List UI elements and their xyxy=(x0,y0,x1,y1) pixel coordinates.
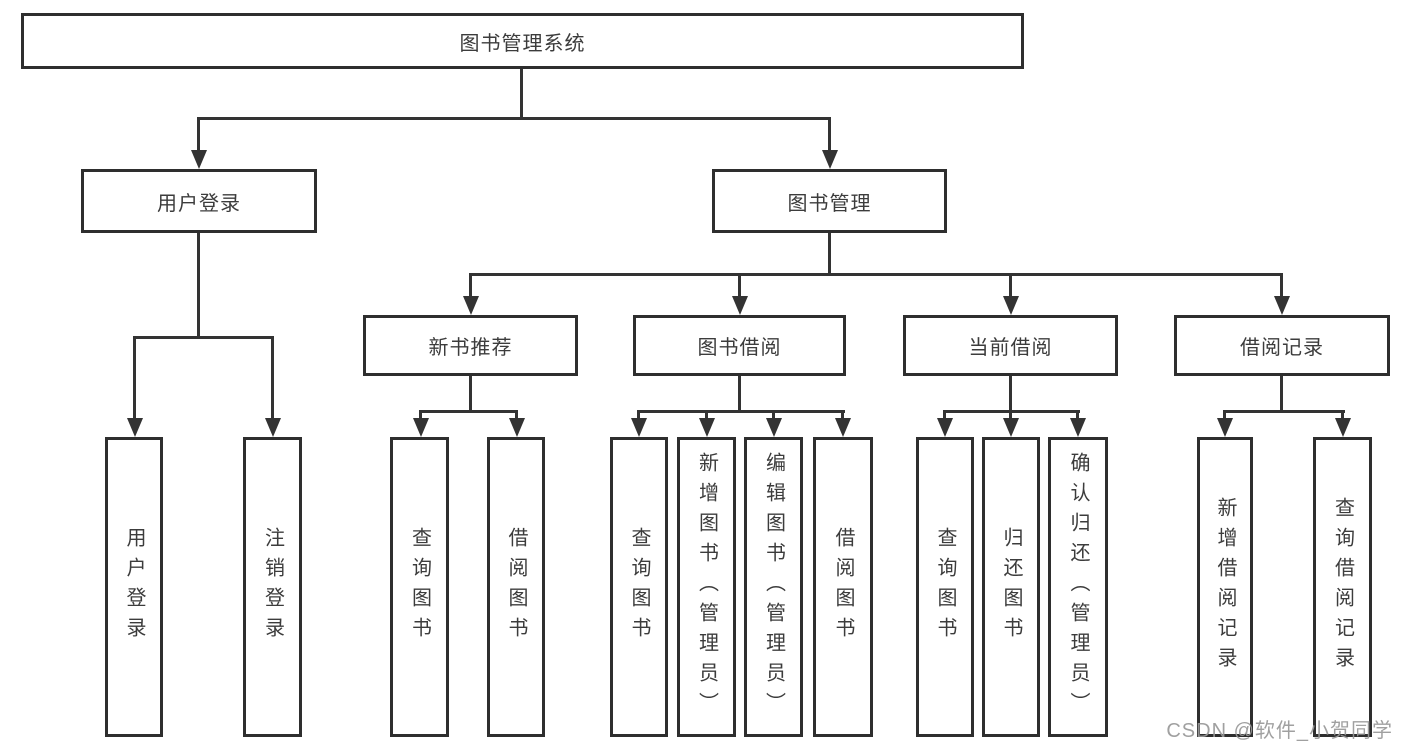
arrow-down xyxy=(822,150,838,169)
connector-line xyxy=(944,410,1080,413)
connector-line xyxy=(772,410,775,420)
connector-line xyxy=(1341,410,1344,420)
leaf-add-borrow-record: 新增借阅记录 xyxy=(1197,437,1253,737)
arrow-down xyxy=(937,418,953,437)
leaf-borrow-book-recommend: 借阅图书 xyxy=(487,437,545,737)
csdn-watermark: CSDN @软件_小贺同学 xyxy=(1166,720,1393,742)
node-root-book-management-system: 图书管理系统 xyxy=(21,13,1024,69)
leaf-query-book-borrow: 查询图书 xyxy=(610,437,668,737)
connector-line xyxy=(133,336,136,420)
connector-line xyxy=(1224,410,1345,413)
node-book-borrow: 图书借阅 xyxy=(633,315,846,376)
arrow-down xyxy=(1003,296,1019,315)
arrow-down xyxy=(766,418,782,437)
connector-line xyxy=(1223,410,1226,420)
connector-line xyxy=(1009,273,1012,298)
node-user-login: 用户登录 xyxy=(81,169,317,233)
connector-line xyxy=(133,336,274,339)
node-new-book-recommend: 新书推荐 xyxy=(363,315,578,376)
connector-line xyxy=(419,410,518,413)
connector-line xyxy=(828,117,831,152)
leaf-logout: 注销登录 xyxy=(243,437,302,737)
connector-line xyxy=(1009,376,1012,412)
connector-line xyxy=(197,117,831,120)
connector-line xyxy=(1280,273,1283,298)
leaf-query-borrow-record: 查询借阅记录 xyxy=(1313,437,1372,737)
node-current-borrow: 当前借阅 xyxy=(903,315,1118,376)
arrow-down xyxy=(732,296,748,315)
connector-line xyxy=(271,336,274,420)
connector-line xyxy=(705,410,708,420)
connector-line xyxy=(469,273,1283,276)
connector-line xyxy=(197,233,200,338)
node-book-management: 图书管理 xyxy=(712,169,947,233)
connector-line xyxy=(1009,410,1012,420)
connector-line xyxy=(419,410,422,420)
arrow-down xyxy=(699,418,715,437)
arrow-down xyxy=(1003,418,1019,437)
connector-line xyxy=(520,67,523,119)
arrow-down xyxy=(1070,418,1086,437)
arrow-down xyxy=(127,418,143,437)
leaf-edit-book-admin: 编辑图书（管理员） xyxy=(744,437,803,737)
node-borrow-record: 借阅记录 xyxy=(1174,315,1390,376)
arrow-down xyxy=(463,296,479,315)
arrow-down xyxy=(509,418,525,437)
connector-line xyxy=(638,410,845,413)
arrow-down xyxy=(265,418,281,437)
arrow-down xyxy=(631,418,647,437)
connector-line xyxy=(943,410,946,420)
connector-line xyxy=(197,117,200,152)
connector-line xyxy=(469,273,472,298)
connector-line xyxy=(1076,410,1079,420)
leaf-borrow-book: 借阅图书 xyxy=(813,437,873,737)
leaf-query-book-recommend: 查询图书 xyxy=(390,437,449,737)
leaf-return-book: 归还图书 xyxy=(982,437,1040,737)
connector-line xyxy=(738,273,741,298)
arrow-down xyxy=(191,150,207,169)
connector-line xyxy=(828,233,831,275)
leaf-add-book-admin: 新增图书（管理员） xyxy=(677,437,736,737)
leaf-confirm-return-admin: 确认归还（管理员） xyxy=(1048,437,1108,737)
connector-line xyxy=(841,410,844,420)
connector-line xyxy=(738,376,741,412)
connector-line xyxy=(515,410,518,420)
arrow-down xyxy=(835,418,851,437)
arrow-down xyxy=(413,418,429,437)
arrow-down xyxy=(1274,296,1290,315)
connector-line xyxy=(469,376,472,412)
leaf-user-login: 用户登录 xyxy=(105,437,163,737)
connector-line xyxy=(1280,376,1283,412)
arrow-down xyxy=(1217,418,1233,437)
leaf-query-book-current: 查询图书 xyxy=(916,437,974,737)
arrow-down xyxy=(1335,418,1351,437)
connector-line xyxy=(637,410,640,420)
